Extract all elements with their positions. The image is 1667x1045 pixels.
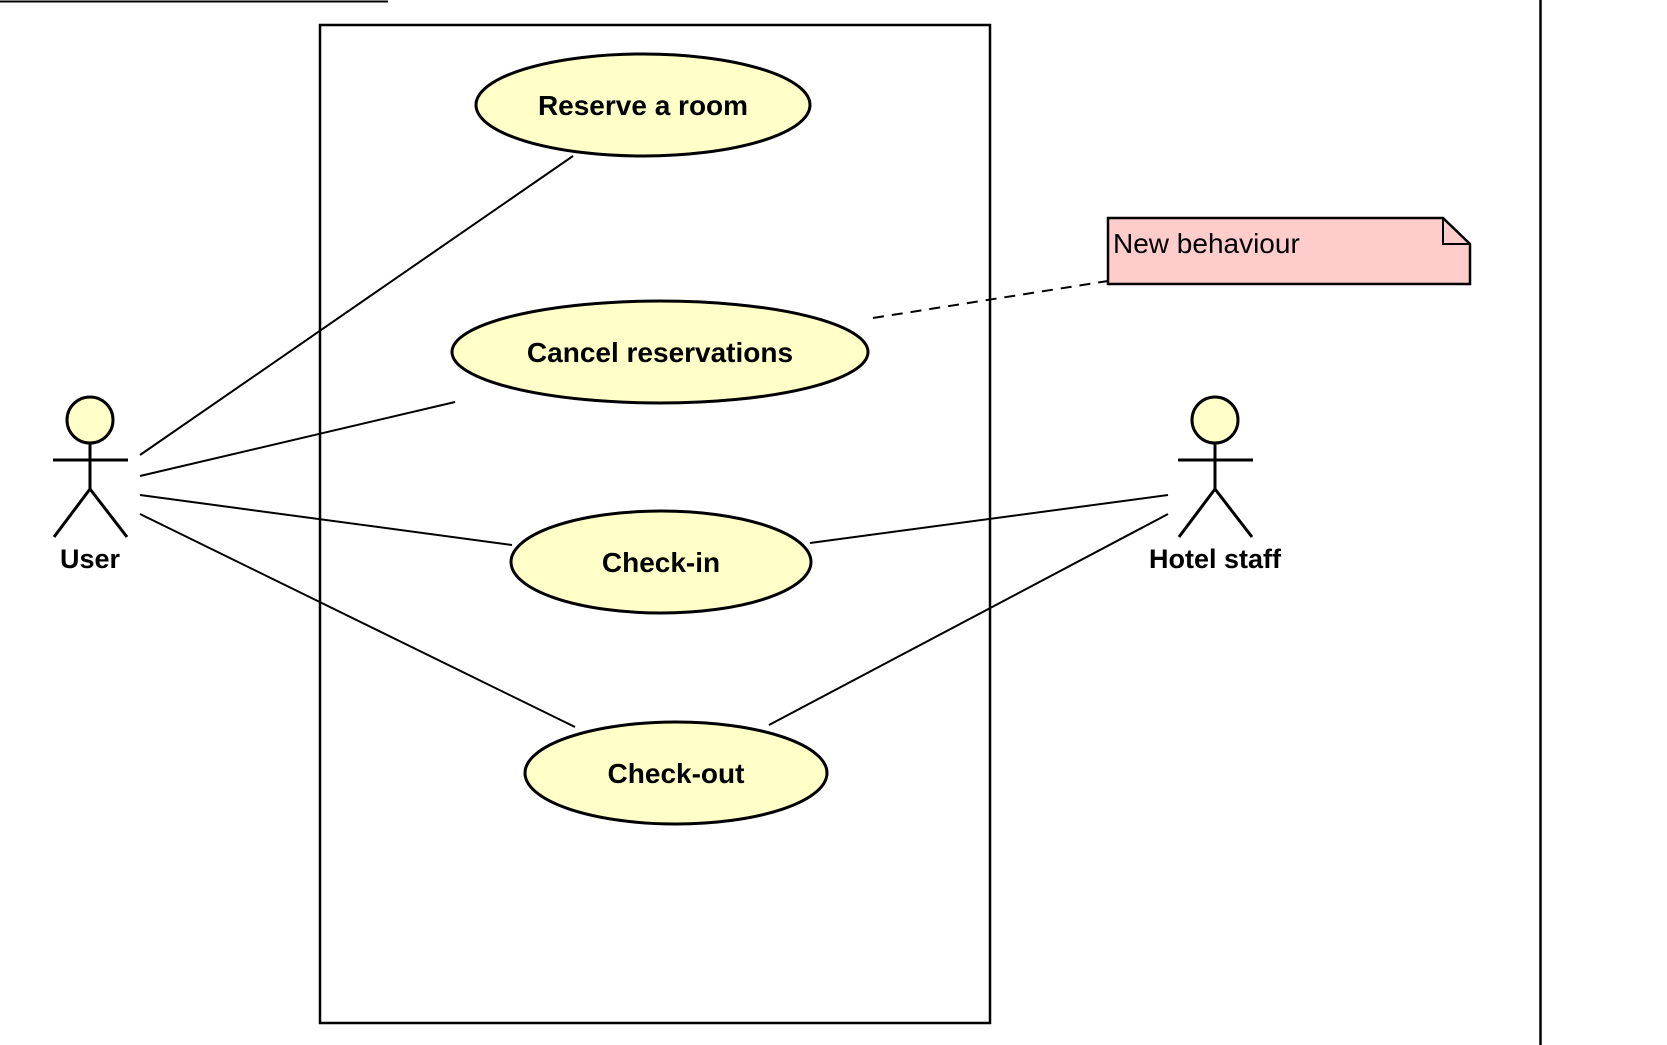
note-new-behaviour[interactable]: New behaviour	[1106, 216, 1472, 286]
use-case-ellipse	[450, 299, 870, 405]
association-user-reserve	[139, 155, 574, 456]
note-shape	[1106, 216, 1472, 286]
association-user-checkin	[139, 494, 513, 546]
use-case-ellipse	[509, 509, 813, 615]
association-staff-checkin	[809, 494, 1169, 544]
use-case-reserve-a-room[interactable]: Reserve a room	[474, 52, 812, 158]
association-staff-checkout	[768, 513, 1169, 726]
actor-label: User	[60, 544, 121, 574]
association-user-checkout	[139, 513, 576, 728]
actor-hotel-staff[interactable]: Hotel staff	[1149, 395, 1282, 574]
use-case-label: Check-in	[602, 547, 720, 578]
association-user-cancel	[139, 401, 456, 477]
actor-label: Hotel staff	[1149, 544, 1282, 574]
use-case-ellipse	[474, 52, 812, 158]
note-fold-corner	[1442, 218, 1470, 245]
note-text: New behaviour	[1113, 228, 1300, 259]
use-case-check-out[interactable]: Check-out	[523, 720, 829, 826]
use-case-label: Reserve a room	[538, 90, 748, 121]
use-case-cancel-reservations[interactable]: Cancel reservations	[450, 299, 870, 405]
actor-user[interactable]: User	[52, 395, 129, 574]
note-anchor-line	[872, 280, 1109, 319]
use-case-label: Check-out	[608, 758, 745, 789]
use-case-ellipse	[523, 720, 829, 826]
use-case-check-in[interactable]: Check-in	[509, 509, 813, 615]
use-case-label: Cancel reservations	[527, 337, 793, 368]
stick-figure-icon	[52, 395, 129, 538]
stick-figure-icon	[1177, 395, 1254, 538]
